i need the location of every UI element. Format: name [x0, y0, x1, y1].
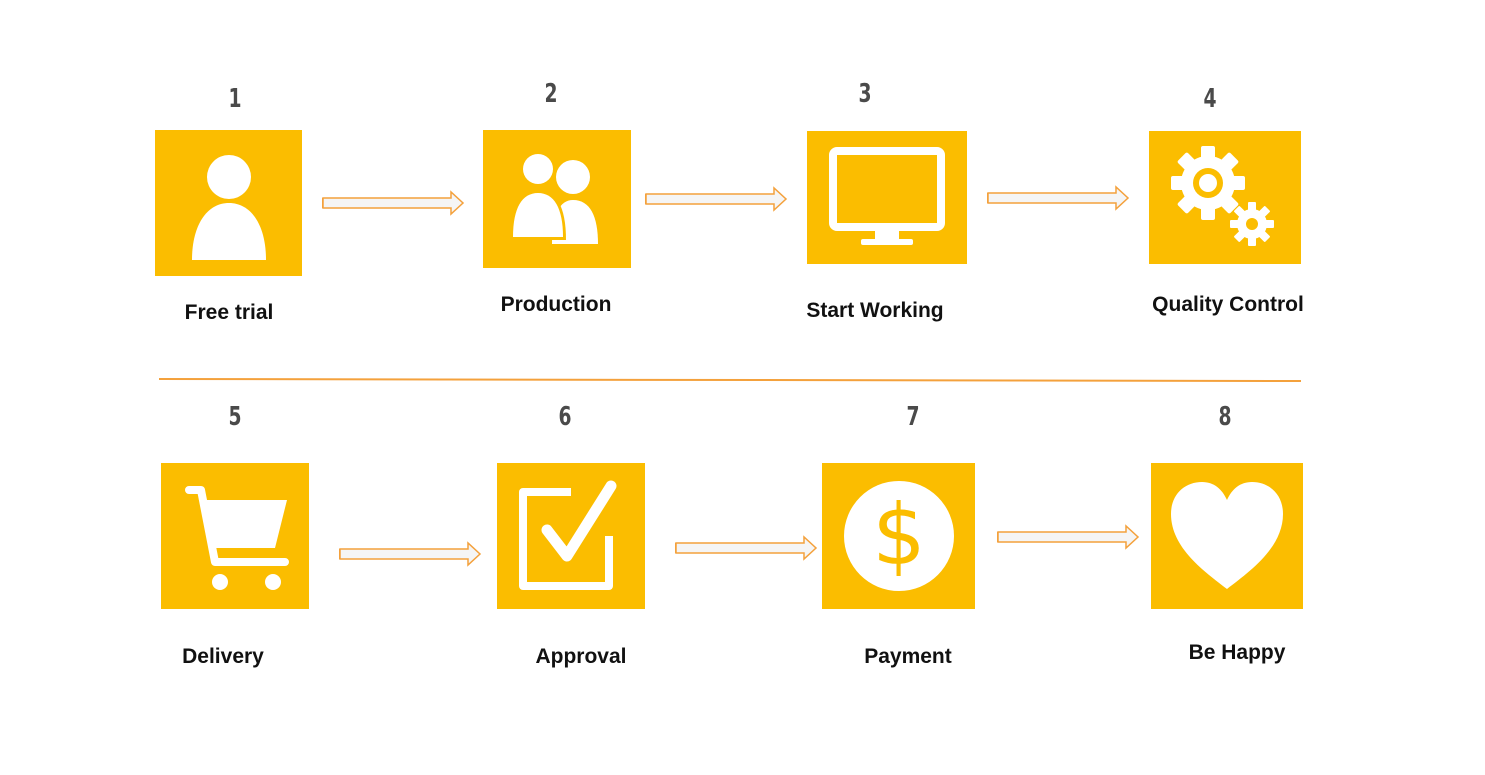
step-8-number: 8 [1218, 402, 1232, 432]
step-3-tile [807, 131, 967, 264]
step-6-label: Approval [535, 645, 627, 668]
arrow-3-4 [987, 185, 1130, 211]
step-4-number: 4 [1203, 84, 1217, 114]
svg-text:$: $ [872, 486, 925, 584]
dollar-icon: $ [843, 481, 954, 591]
arrow-1-2 [322, 190, 465, 216]
arrow-6-7 [675, 535, 818, 561]
step-2-label: Production [500, 293, 612, 316]
step-7-label: Payment [864, 645, 952, 668]
checkbox-icon [519, 480, 617, 590]
step-1-label: Free trial [184, 301, 274, 324]
step-1-tile [155, 130, 302, 276]
gears-icon [1171, 145, 1274, 246]
step-7-tile: $ [822, 463, 975, 609]
step-2-tile [483, 130, 631, 268]
step-5-label: Delivery [182, 645, 264, 668]
step-6-tile [497, 463, 645, 609]
arrow-5-6 [339, 541, 482, 567]
step-5-tile [161, 463, 309, 609]
step-1-number: 1 [228, 84, 242, 114]
person-icon [191, 155, 266, 260]
arrow-2-3 [645, 186, 788, 212]
step-3-label: Start Working [806, 299, 944, 322]
cart-icon [185, 486, 289, 590]
step-8-tile [1151, 463, 1303, 609]
heart-icon [1171, 482, 1283, 589]
step-5-number: 5 [228, 402, 242, 432]
step-4-label: Quality Control [1152, 293, 1304, 316]
step-2-number: 2 [544, 79, 558, 109]
row-divider [158, 378, 1301, 382]
step-8-label: Be Happy [1188, 641, 1286, 664]
step-3-number: 3 [858, 79, 872, 109]
monitor-icon [829, 146, 945, 245]
group-icon [510, 152, 598, 244]
step-4-tile [1149, 131, 1301, 264]
step-6-number: 6 [558, 402, 572, 432]
step-7-number: 7 [906, 402, 920, 432]
arrow-7-8 [997, 524, 1140, 550]
